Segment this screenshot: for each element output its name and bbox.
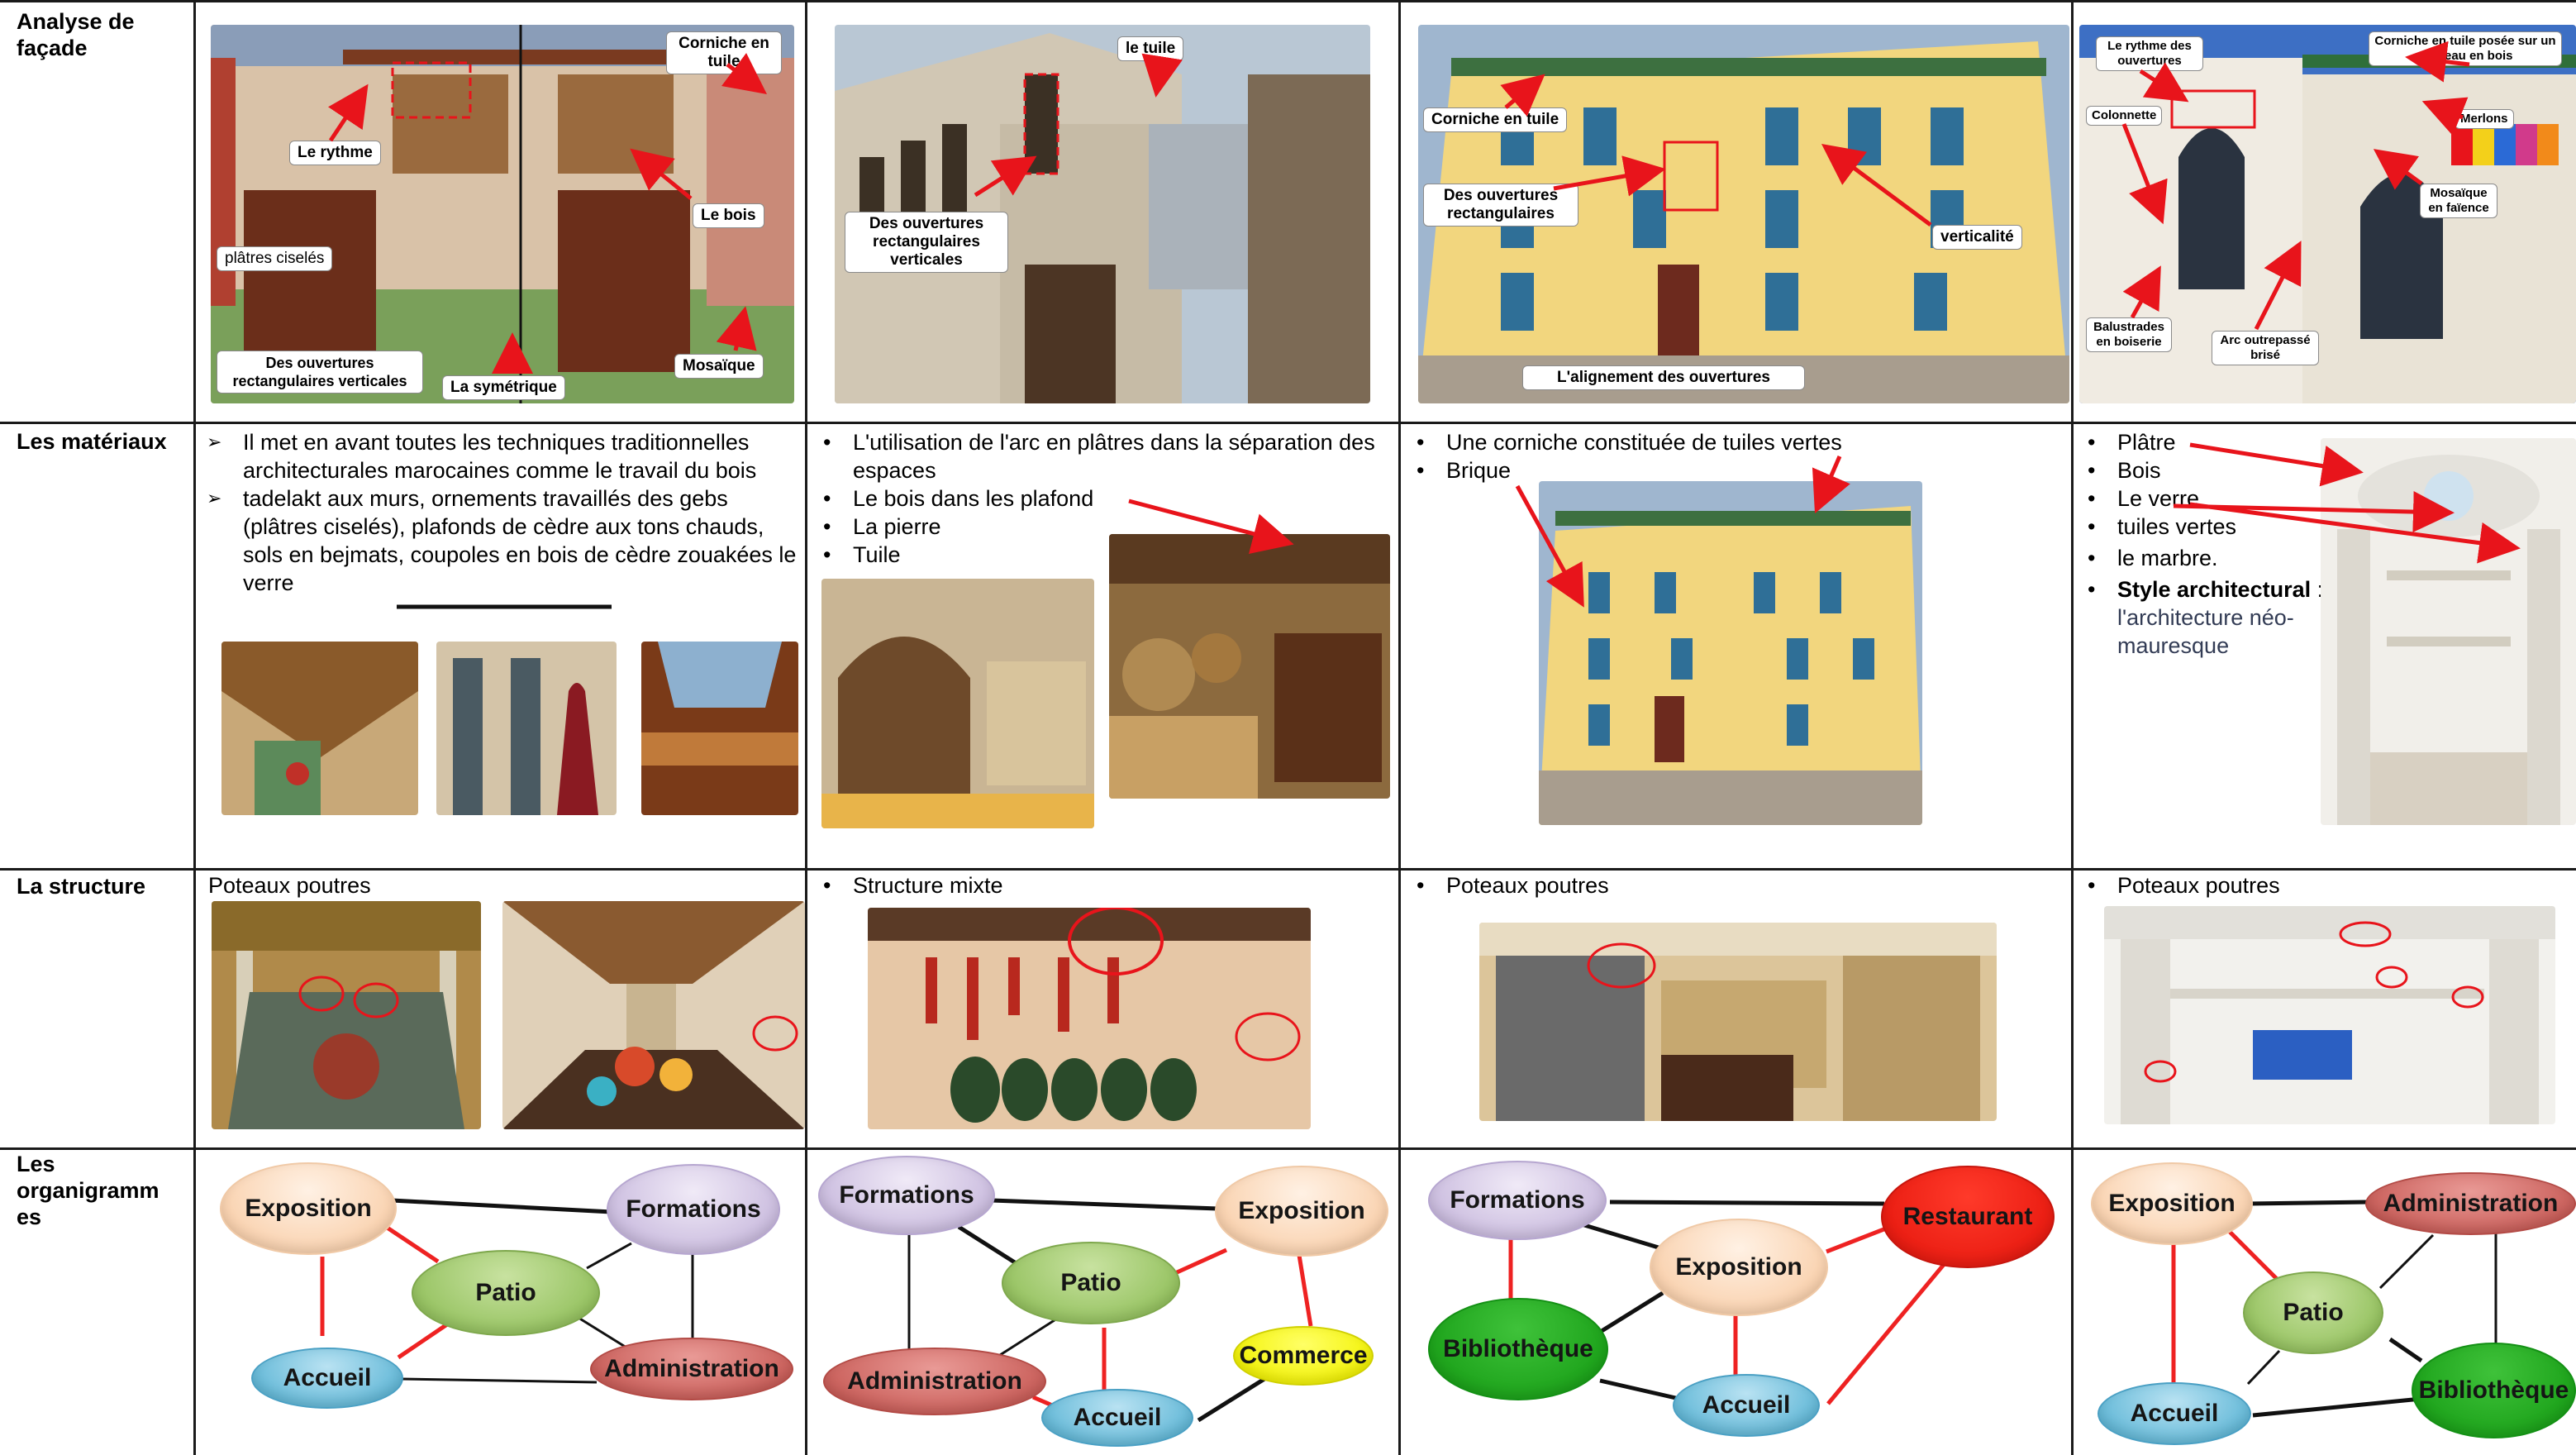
materials-text-1: Il met en avant toutes les techniques tr… [203, 428, 798, 597]
materials-photo-1b [436, 642, 617, 815]
structure-item: Poteaux poutres [1407, 871, 1609, 899]
org4-node-administration: Administration [2365, 1172, 2576, 1235]
org2-node-exposition: Exposition [1215, 1166, 1388, 1257]
materials-photo-1c [641, 642, 798, 815]
label-mosaique-faience: Mosaïque en faïence [2420, 184, 2497, 218]
label-colonnette: Colonnette [2086, 106, 2163, 126]
grid-line [0, 868, 2576, 871]
structure-text-4: Poteaux poutres [2078, 871, 2280, 899]
structure-text-1: Poteaux poutres [208, 873, 371, 898]
org3-node-bibliotheque: Bibliothèque [1428, 1298, 1608, 1400]
materials-item: Brique [1407, 456, 2068, 484]
grid-line [805, 0, 807, 1455]
org2-node-administration: Administration [823, 1348, 1046, 1415]
materials-item: La pierre [813, 513, 1392, 541]
structure-item: Structure mixte [813, 871, 1003, 899]
structure-item: Poteaux poutres [2078, 871, 2280, 899]
label-corniche-en-tuile-3: Corniche en tuile [1423, 107, 1568, 132]
materials-text-3: Une corniche constituée de tuiles vertes… [1407, 428, 2068, 484]
label-balustrades: Balustrades en boiserie [2086, 317, 2172, 352]
org4-node-patio: Patio [2243, 1271, 2383, 1354]
structure-photo-1a [212, 901, 481, 1129]
row-header-materials: Les matériaux [17, 429, 167, 454]
label-ouvertures-rect-verticales: Des ouvertures rectangulaires verticales [217, 351, 423, 394]
materials-item: Le bois dans les plafond [813, 484, 1392, 513]
materials-item: Bois [2078, 456, 2326, 484]
label-le-rythme: Le rythme [289, 141, 381, 165]
structure-text-3: Poteaux poutres [1407, 871, 1609, 899]
materials-text-2: L'utilisation de l'arc en plâtres dans l… [813, 428, 1392, 569]
materials-item: Tuile [813, 541, 1392, 569]
grid-line [0, 422, 2576, 424]
org1-node-formations: Formations [607, 1164, 780, 1255]
label-rythme-ouvertures: Le rythme des ouvertures [2096, 36, 2203, 71]
row-header-structure: La structure [17, 874, 146, 899]
label-la-symetrique: La symétrique [442, 375, 565, 400]
org4-node-exposition: Exposition [2091, 1162, 2253, 1245]
grid-line [1398, 0, 1401, 1455]
row-header-organigrams: Les organigramm es [17, 1152, 160, 1229]
materials-item-continuation: tadelakt aux murs, ornements travaillés … [243, 486, 797, 595]
label-platres-ciseles: plâtres ciselés [217, 246, 333, 271]
label-ouvertures-rect-3: Des ouvertures rectangulaires [1423, 184, 1578, 227]
materials-item: tuiles vertes [2078, 513, 2326, 541]
label-le-bois: Le bois [693, 203, 764, 228]
materials-item: L'utilisation de l'arc en plâtres dans l… [813, 428, 1392, 484]
structure-photo-2 [868, 908, 1311, 1129]
materials-photo-2a [821, 579, 1094, 828]
structure-text-2: Structure mixte [813, 871, 1003, 899]
materials-text-4: Plâtre Bois Le verre tuiles vertes le ma… [2078, 428, 2326, 660]
org1-node-exposition: Exposition [220, 1162, 397, 1255]
label-merlons: Merlons [2455, 109, 2514, 129]
label-corniche-en-tuile: Corniche en tuile [666, 31, 782, 74]
grid-line [0, 1147, 2576, 1150]
org2-node-patio: Patio [1002, 1242, 1180, 1324]
org1-node-administration: Administration [590, 1338, 793, 1400]
org2-node-formations: Formations [818, 1156, 995, 1235]
materials-item: le marbre. [2078, 544, 2326, 572]
materials-item: Une corniche constituée de tuiles vertes [1407, 428, 2068, 456]
style-label: Style architectural [2117, 577, 2312, 602]
grid-line [0, 0, 2576, 2]
org4-node-accueil: Accueil [2097, 1382, 2251, 1445]
materials-photo-1a [221, 642, 418, 815]
style-value: l'architecture néo-mauresque [2117, 605, 2294, 658]
grid-line [193, 0, 196, 1455]
label-le-tuile: le tuile [1117, 36, 1184, 61]
org2-node-accueil: Accueil [1041, 1389, 1193, 1447]
materials-photo-2b [1109, 534, 1390, 799]
label-corniche-corbeau: Corniche en tuile posée sur un corbeau e… [2369, 31, 2562, 66]
materials-photo-4 [2321, 438, 2576, 825]
org3-node-formations: Formations [1428, 1161, 1607, 1240]
materials-item: Plâtre [2078, 428, 2326, 456]
label-mosaique: Mosaïque [674, 354, 764, 379]
org1-node-accueil: Accueil [251, 1348, 403, 1409]
materials-item: tadelakt aux murs, ornements travaillés … [203, 484, 798, 597]
org3-node-restaurant: Restaurant [1881, 1166, 2055, 1268]
label-arc-outrepasse: Arc outrepassé brisé [2212, 331, 2319, 365]
facade-photo-2 [835, 25, 1370, 403]
label-ouvertures-rect-verticales-2: Des ouvertures rectangulaires verticales [845, 212, 1008, 273]
org3-node-accueil: Accueil [1673, 1374, 1820, 1437]
structure-photo-1b [502, 901, 805, 1129]
row-header-facade: Analyse de façade [17, 9, 135, 60]
label-verticalite: verticalité [1932, 225, 2022, 250]
materials-item-style: Style architectural : l'architecture néo-… [2078, 575, 2326, 660]
org2-node-commerce: Commerce [1233, 1326, 1374, 1386]
org4-node-bibliotheque: Bibliothèque [2412, 1343, 2576, 1438]
label-alignement-ouvertures: L'alignement des ouvertures [1522, 365, 1805, 390]
grid-line [2071, 0, 2074, 1455]
materials-item: Il met en avant toutes les techniques tr… [203, 428, 798, 484]
structure-photo-4 [2104, 906, 2555, 1124]
org1-node-patio: Patio [412, 1250, 600, 1336]
materials-item: Le verre [2078, 484, 2326, 513]
style-separator: : [2311, 577, 2324, 602]
materials-photo-3 [1539, 481, 1922, 825]
org3-node-exposition: Exposition [1650, 1219, 1828, 1316]
structure-photo-3 [1479, 923, 1997, 1121]
